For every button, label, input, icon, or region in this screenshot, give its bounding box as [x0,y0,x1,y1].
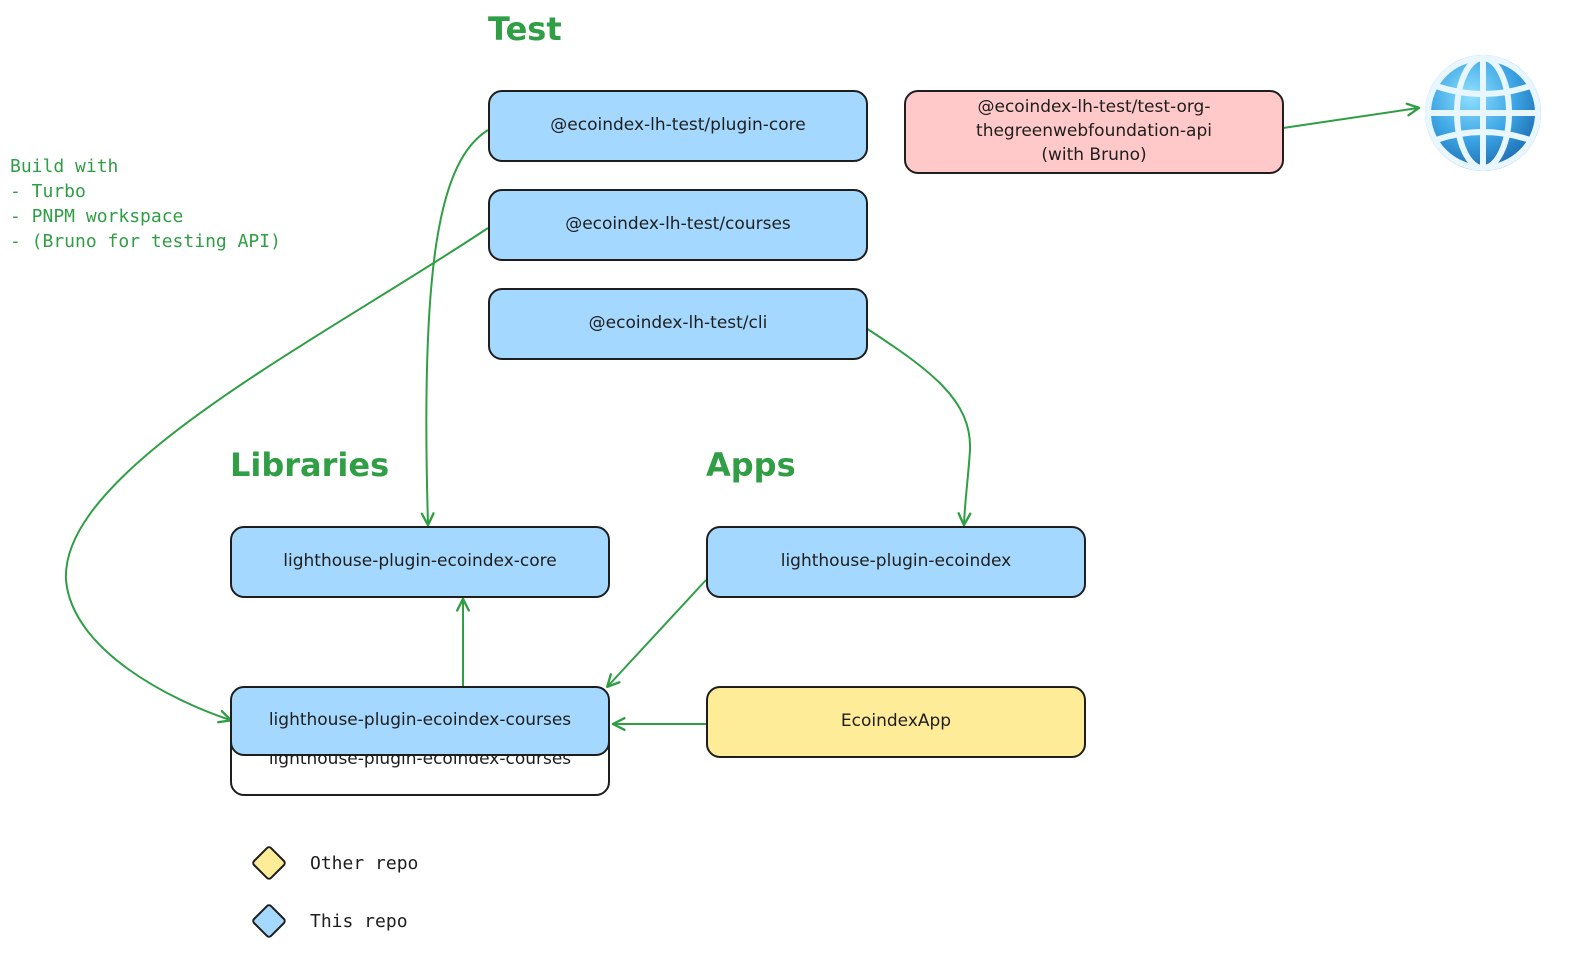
legend-this-repo: This repo [250,902,408,940]
node-label-line: @ecoindex-lh-test/test-org- [977,97,1211,118]
arrow-plugin-core-to-core [420,129,489,527]
heading-libraries: Libraries [230,446,390,484]
node-ecoindexapp[interactable]: EcoindexApp [706,686,1086,758]
node-green-api-test[interactable]: @ecoindex-lh-test/test-org- thegreenwebf… [904,90,1284,174]
node-ecoindex-courses-lib[interactable]: lighthouse-plugin-ecoindex-courses [230,686,610,756]
arrow-courses-to-courses [64,227,489,724]
arrow-app-to-courses [606,579,707,689]
arrow-api-to-internet [1282,102,1421,129]
build-note-line: - PNPM workspace [10,206,184,227]
node-label-line: (with Bruno) [1041,144,1147,165]
legend-other-repo: Other repo [250,844,419,882]
node-label: @ecoindex-lh-test/plugin-core [550,115,806,136]
legend-label: This repo [310,910,408,932]
legend-label: Other repo [310,852,419,874]
heading-test: Test [488,10,562,48]
build-note: Build with - Turbo - PNPM workspace - (B… [10,154,281,254]
arrow-cli-to-app [865,327,972,527]
node-label: lighthouse-plugin-ecoindex [780,551,1012,572]
node-courses-test[interactable]: @ecoindex-lh-test/courses [488,189,868,261]
node-cli-test[interactable]: @ecoindex-lh-test/cli [488,288,868,360]
node-plugin-core-test[interactable]: @ecoindex-lh-test/plugin-core [488,90,868,162]
node-label: @ecoindex-lh-test/courses [565,214,791,235]
node-label-line: thegreenwebfoundation-api [976,121,1212,142]
build-note-line: - (Bruno for testing API) [10,231,281,252]
heading-apps: Apps [706,446,796,484]
build-note-line: - Turbo [10,181,86,202]
node-label: EcoindexApp [840,711,952,732]
build-note-line: Build with [10,156,119,177]
node-label: @ecoindex-lh-test/cli [588,313,768,334]
globe-icon [1425,55,1541,171]
node-label: lighthouse-plugin-ecoindex-courses [268,710,572,731]
node-label: lighthouse-plugin-ecoindex-core [283,551,557,572]
node-ecoindex-app[interactable]: lighthouse-plugin-ecoindex [706,526,1086,598]
node-ecoindex-core-lib[interactable]: lighthouse-plugin-ecoindex-core [230,526,610,598]
legend-swatch-other-repo [250,844,288,882]
legend-swatch-this-repo [250,902,288,940]
